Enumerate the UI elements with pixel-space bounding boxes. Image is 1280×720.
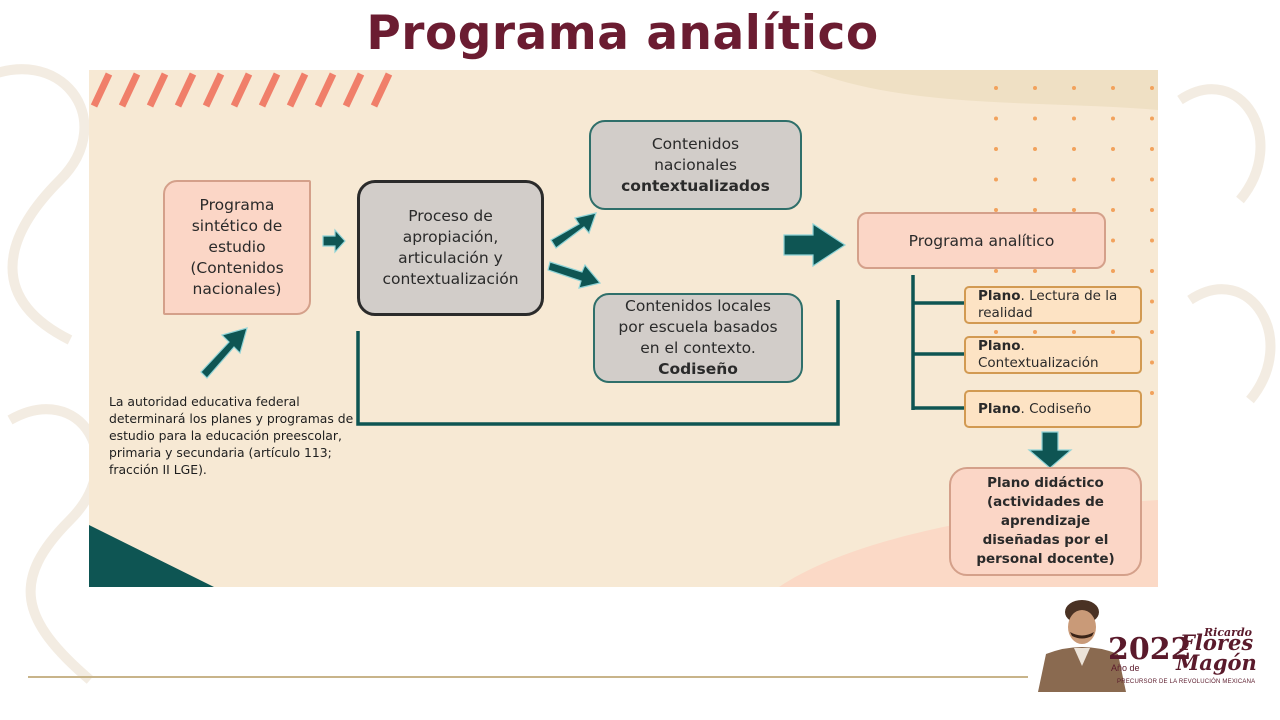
locales-line: Contenidos locales (625, 297, 771, 315)
grid-dot (994, 177, 998, 182)
grid-dot (1111, 238, 1115, 243)
grid-dot (1033, 116, 1037, 121)
footer-divider (28, 676, 1028, 678)
logo-ano-de: Año de (1111, 663, 1140, 673)
didactico-line: (actividades de (987, 494, 1104, 510)
plano-bold: Plano (978, 338, 1021, 354)
grid-dot (1033, 330, 1037, 334)
grid-dot (1033, 86, 1037, 90)
arrow-to-analitico (783, 222, 847, 268)
didactico-line: aprendizaje (1000, 513, 1091, 529)
grid-dot (1150, 330, 1154, 334)
arrow-proceso-to-nacionales (550, 212, 597, 249)
grid-dot (994, 208, 998, 212)
flow-arrows (200, 212, 1073, 469)
box-plano-didactico: Plano didáctico (actividades de aprendiz… (949, 467, 1142, 576)
proceso-line: apropiación, (402, 228, 499, 246)
grid-dot (1072, 86, 1076, 90)
grid-dot (1033, 177, 1037, 182)
grid-dot (1111, 86, 1115, 90)
locales-line: por escuela basados (618, 318, 778, 336)
box-plano-codiseno: Plano. Codiseño (964, 390, 1142, 428)
didactico-line: diseñadas por el (982, 532, 1109, 548)
arrow-proceso-to-locales (547, 261, 602, 289)
proceso-line: Proceso de (408, 207, 493, 225)
box-proceso: Proceso de apropiación, articulación y c… (357, 180, 544, 316)
locales-line: en el contexto. (640, 339, 756, 357)
grid-dot (1150, 360, 1154, 365)
bracket-line (356, 300, 840, 426)
plano-rest: . Codiseño (1020, 400, 1092, 417)
logo-name-last: Magón (1176, 650, 1257, 675)
proceso-line: articulación y (398, 249, 503, 267)
grid-dot (1111, 330, 1115, 334)
box-plano-contextualizacion: Plano. Contextualización (964, 336, 1142, 374)
box-programa-sintetico: Programa sintético de estudio (Contenido… (163, 180, 311, 315)
note-autoridad: La autoridad educativa federal determina… (109, 394, 354, 477)
sintetico-line: nacionales) (192, 280, 282, 298)
logo-subtitle: PRECURSOR DE LA REVOLUCIÓN MEXICANA (1117, 679, 1256, 685)
grid-dot (1150, 238, 1154, 243)
grid-dot (1150, 391, 1154, 395)
didactico-line: Plano didáctico (987, 475, 1104, 491)
nacionales-bold: contextualizados (621, 176, 770, 195)
planos-connector (911, 275, 964, 410)
sintetico-line: estudio (208, 238, 266, 256)
grid-dot (1111, 269, 1115, 273)
box-contenidos-nacionales: Contenidos nacionales contextualizados (589, 120, 802, 210)
page-title: Programa analítico (366, 6, 879, 61)
grid-dot (1111, 116, 1115, 121)
grid-dot (1072, 116, 1076, 121)
grid-dot (1150, 147, 1154, 151)
didactico-line: personal docente) (976, 551, 1115, 567)
grid-dot (994, 116, 998, 121)
grid-dot (1072, 177, 1076, 182)
grid-dot (1033, 208, 1037, 212)
stripe-pattern (90, 72, 393, 108)
grid-dot (1033, 147, 1037, 151)
sintetico-line: (Contenidos (190, 259, 284, 277)
grid-dot (1072, 208, 1076, 212)
box-contenidos-locales: Contenidos locales por escuela basados e… (593, 293, 803, 383)
arrow-down-to-didactico (1027, 431, 1073, 469)
grid-dot (994, 330, 998, 334)
grid-dot (1111, 177, 1115, 182)
grid-dot (1150, 116, 1154, 121)
plano-bold: Plano (978, 288, 1021, 304)
grid-dot (994, 147, 998, 151)
proceso-line: contextualización (382, 270, 519, 288)
grid-dot (994, 86, 998, 90)
plano-rest: . Contextualización (978, 338, 1099, 371)
grid-dot (1150, 208, 1154, 212)
logo-year: 2022 (1108, 632, 1192, 667)
grid-dot (1150, 299, 1154, 304)
box-plano-lectura: Plano. Lectura de la realidad (964, 286, 1142, 324)
logo-name-mid: Flores (1180, 630, 1254, 655)
sintetico-line: Programa (199, 196, 275, 214)
locales-bold: Codiseño (658, 360, 738, 378)
grid-dot (1072, 147, 1076, 151)
grid-dot (1150, 269, 1154, 273)
arrow-up-from-note (200, 327, 248, 379)
grid-dot (1033, 269, 1037, 273)
grid-dot (1111, 147, 1115, 151)
grid-dot (1150, 177, 1154, 182)
grid-dot (1072, 330, 1076, 334)
portrait-logo (1038, 600, 1126, 692)
nacionales-line: nacionales (654, 155, 737, 174)
logo-name-first: Ricardo (1204, 626, 1252, 639)
grid-dot (994, 269, 998, 273)
analitico-label: Programa analítico (908, 231, 1055, 250)
grid-dot (1111, 208, 1115, 212)
box-programa-analitico: Programa analítico (857, 212, 1106, 269)
sintetico-line: sintético de (191, 217, 283, 235)
plano-rest: . Lectura de la realidad (978, 288, 1118, 321)
plano-bold: Plano (978, 400, 1021, 417)
nacionales-line: Contenidos (651, 134, 740, 153)
grid-dot (1072, 269, 1076, 273)
grid-dot (1150, 86, 1154, 90)
arrow-sintetico-to-proceso (322, 228, 346, 254)
